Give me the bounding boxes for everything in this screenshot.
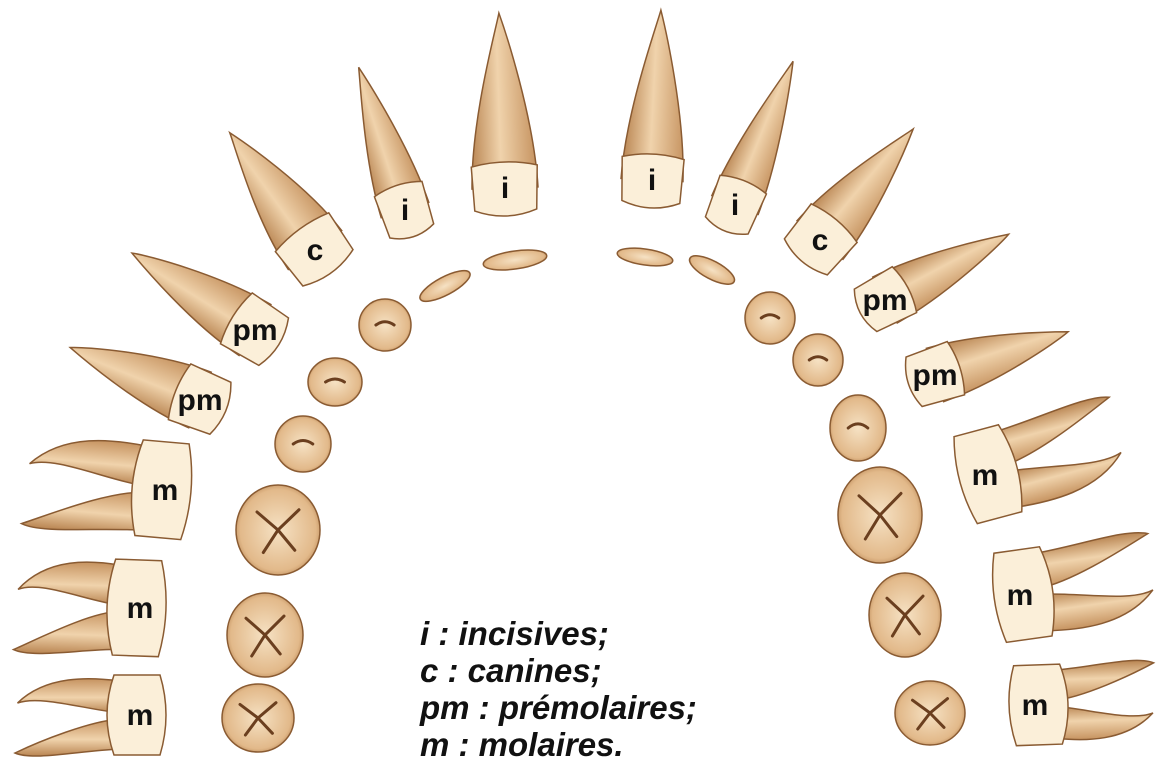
occlusal-view-icon [895, 681, 965, 745]
tooth-label-right-6: m [972, 459, 999, 492]
premolar-tooth-icon [900, 305, 1077, 410]
occlusal-view-icon [686, 250, 739, 289]
premolar-tooth-icon [59, 320, 237, 439]
premolar-tooth-icon [848, 211, 1021, 336]
legend-premolaires: pm : prémolaires; [420, 689, 820, 726]
tooth-label-left-8: m [127, 699, 154, 732]
occlusal-view-icon [416, 265, 474, 307]
tooth-label-right-5: pm [913, 359, 958, 392]
tooth-label-left-2: i [401, 194, 409, 227]
tooth-label-right-7: m [1007, 579, 1034, 612]
occlusal-view-icon [838, 467, 922, 563]
tooth-label-left-7: m [127, 592, 154, 625]
premolar-tooth-icon [116, 228, 295, 371]
tooth-label-left-6: m [152, 474, 179, 507]
canine-tooth-icon [203, 113, 358, 292]
canine-tooth-icon [779, 110, 936, 281]
occlusal-view-icon [482, 247, 548, 274]
tooth-label-left-1: i [501, 172, 509, 205]
legend-canines: c : canines; [420, 652, 820, 689]
tooth-label-left-3: c [307, 234, 324, 267]
occlusal-view-icon [793, 334, 843, 386]
occlusal-view-icon [222, 684, 294, 752]
tooth-label-right-3: c [812, 224, 829, 257]
tooth-label-right-4: pm [863, 284, 908, 317]
tooth-label-right-2: i [731, 189, 739, 222]
tooth-label-right-1: i [648, 164, 656, 197]
occlusal-view-icon [359, 299, 411, 351]
occlusal-view-icon [227, 593, 303, 677]
occlusal-view-icon [745, 292, 795, 344]
tooth-label-right-8: m [1022, 689, 1049, 722]
incisor-tooth-icon [335, 60, 438, 245]
occlusal-view-icon [308, 358, 362, 406]
legend-molaires: m : molaires. [420, 726, 820, 763]
tooth-label-left-4: pm [233, 314, 278, 347]
occlusal-view-icon [616, 245, 674, 269]
tooth-label-left-5: pm [178, 384, 223, 417]
occlusal-view-icon [869, 573, 941, 657]
legend-incisives: i : incisives; [420, 615, 820, 652]
legend: i : incisives; c : canines; pm : prémola… [420, 615, 820, 763]
incisor-tooth-icon [701, 52, 816, 240]
occlusal-view-icon [830, 395, 886, 461]
occlusal-view-icon [275, 416, 331, 472]
occlusal-view-icon [236, 485, 320, 575]
